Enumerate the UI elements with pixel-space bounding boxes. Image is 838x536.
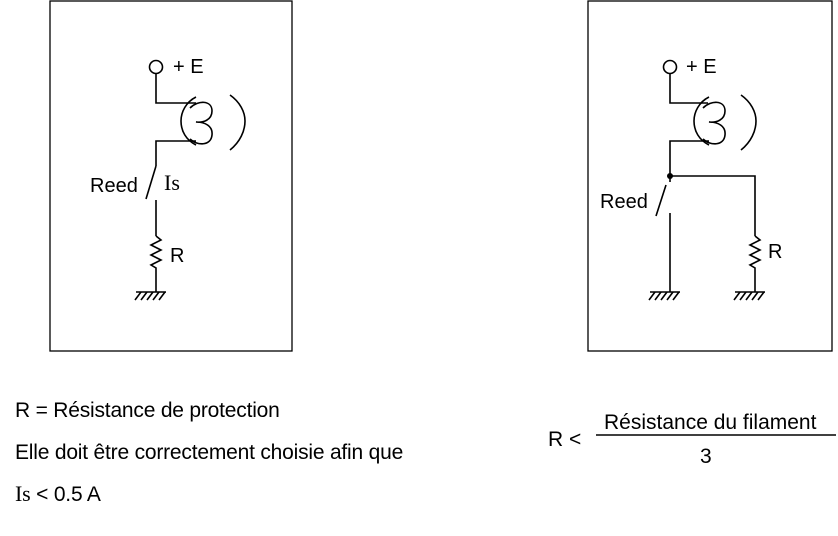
circuit-right-frame xyxy=(587,0,833,352)
resistor-left xyxy=(149,235,163,292)
resistor-label-right: R xyxy=(768,241,782,263)
ground-left xyxy=(134,291,166,301)
reed-label-left: Reed xyxy=(90,175,138,197)
circuit-left-frame xyxy=(49,0,293,352)
supply-terminal-left xyxy=(148,59,164,75)
supply-label-left: + E xyxy=(173,56,204,78)
reed-switch-left xyxy=(145,165,157,236)
wire-lamp-junction-right xyxy=(669,140,709,176)
caption-line-1-text: R = Résistance de protection xyxy=(15,399,280,422)
caption-line-3: Is < 0.5 A xyxy=(15,481,101,508)
circuit-right: + E R Reed xyxy=(587,0,833,352)
caption-current-symbol: Is xyxy=(15,481,31,506)
caption-line-2-text: Elle doit être correctement choisie afin… xyxy=(15,441,404,464)
supply-label-right: + E xyxy=(686,56,717,78)
lamp-left xyxy=(180,94,246,151)
wire-supply-lamp-right xyxy=(669,74,708,104)
reed-switch-right xyxy=(655,176,671,292)
lamp-right xyxy=(693,94,757,151)
caption-line-3-text: < 0.5 A xyxy=(30,483,101,506)
supply-terminal-right xyxy=(662,59,678,75)
resistor-right xyxy=(748,235,762,292)
formula-denominator: 3 xyxy=(700,445,712,468)
wire-junction-resistor-right xyxy=(670,175,756,236)
ground-right-switch xyxy=(648,291,680,301)
current-label-left: Is xyxy=(164,170,180,195)
formula-numerator: Résistance du filament xyxy=(604,411,817,434)
formula: R < Résistance du filament 3 xyxy=(548,411,836,468)
reed-label-right: Reed xyxy=(600,191,648,213)
circuit-left: + E Reed Is R xyxy=(49,0,293,352)
resistor-label-left: R xyxy=(170,245,184,267)
caption-line-1: R = Résistance de protection xyxy=(15,398,280,424)
wire-supply-lamp-left xyxy=(155,74,196,104)
ground-right-resistor xyxy=(733,291,765,301)
formula-lhs: R < xyxy=(548,428,581,451)
caption-line-2: Elle doit être correctement choisie afin… xyxy=(15,440,403,466)
wire-lamp-switch-left xyxy=(155,140,196,166)
